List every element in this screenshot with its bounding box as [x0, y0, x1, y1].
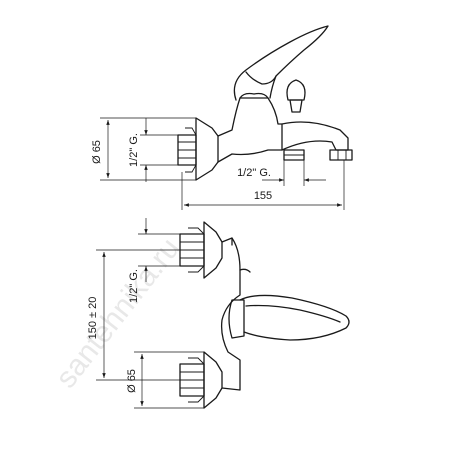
- lower-flange: [203, 351, 223, 409]
- faucet-body-top: [217, 97, 283, 163]
- dim-diameter-top: Ø 65: [91, 140, 103, 164]
- top-view: Ø 65 1/2" G. 1/2" G. 155: [91, 25, 353, 210]
- dim-thread-front: 1/2" G.: [128, 269, 140, 303]
- diverter-knob: [286, 79, 306, 101]
- wall-flange-top: [195, 117, 219, 181]
- watermark: santehnika.ru: [50, 232, 187, 394]
- dim-diameter-front: Ø 65: [126, 369, 138, 393]
- dim-outlet-thread: 1/2" G.: [237, 167, 271, 179]
- spout-top: [281, 121, 349, 151]
- upper-flange: [203, 221, 223, 279]
- dim-length: 155: [254, 190, 272, 202]
- lever-handle-front: [239, 294, 350, 341]
- dim-centers: 150 ± 20: [87, 297, 99, 340]
- front-view: 150 ± 20 1/2" G. Ø 65: [87, 218, 350, 409]
- lever-handle-top: [233, 25, 329, 101]
- faucet-body-front: [220, 237, 241, 391]
- dim-thread-top: 1/2" G.: [128, 133, 140, 167]
